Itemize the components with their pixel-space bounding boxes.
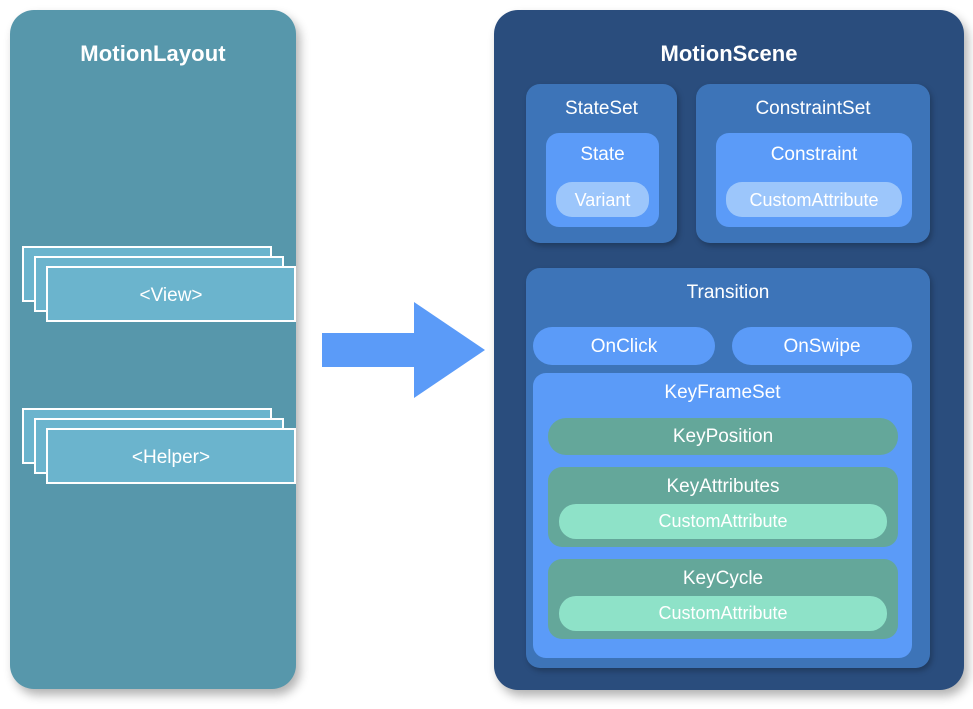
view-card-label: <View> xyxy=(139,285,203,306)
state-box[interactable]: State Variant xyxy=(546,133,659,227)
on-swipe-label: OnSwipe xyxy=(783,336,861,357)
key-cycle-box[interactable]: KeyCycle CustomAttribute xyxy=(548,559,898,639)
key-frame-set-label: KeyFrameSet xyxy=(664,382,781,403)
constraint-set-label: ConstraintSet xyxy=(755,98,871,119)
constraint-custom-attribute-pill[interactable]: CustomAttribute xyxy=(726,182,902,217)
constraint-box[interactable]: Constraint CustomAttribute xyxy=(716,133,912,227)
on-click-pill[interactable]: OnClick xyxy=(533,327,715,365)
helper-card-stack[interactable]: <Helper> xyxy=(22,408,296,488)
transition-box[interactable]: Transition OnClick OnSwipe KeyFrameSet K… xyxy=(526,268,930,668)
motion-scene-title: MotionScene xyxy=(660,41,798,66)
state-set-label: StateSet xyxy=(565,98,638,119)
helper-card-front[interactable]: <Helper> xyxy=(46,428,296,484)
key-cycle-label: KeyCycle xyxy=(682,568,764,589)
view-card-front[interactable]: <View> xyxy=(46,266,296,322)
view-card-stack[interactable]: <View> xyxy=(22,246,296,326)
helper-card-label: <Helper> xyxy=(131,447,211,468)
key-cycle-custom-attribute-pill[interactable]: CustomAttribute xyxy=(559,596,887,631)
key-attributes-label: KeyAttributes xyxy=(666,476,780,497)
key-cycle-custom-attribute-label: CustomAttribute xyxy=(658,603,788,623)
motion-scene-panel[interactable]: MotionScene StateSet State Variant Const… xyxy=(494,10,964,690)
constraint-custom-attribute-label: CustomAttribute xyxy=(749,190,879,210)
variant-pill[interactable]: Variant xyxy=(556,182,649,217)
on-click-label: OnClick xyxy=(590,336,658,357)
state-label: State xyxy=(580,144,625,165)
motion-layout-title: MotionLayout xyxy=(80,41,226,66)
variant-label: Variant xyxy=(574,190,631,210)
right-arrow-icon xyxy=(322,300,486,400)
constraint-label: Constraint xyxy=(770,144,858,165)
constraint-set-box[interactable]: ConstraintSet Constraint CustomAttribute xyxy=(696,84,930,243)
transition-label: Transition xyxy=(686,282,770,303)
key-position-label: KeyPosition xyxy=(672,426,774,447)
key-frame-set-box[interactable]: KeyFrameSet KeyPosition KeyAttributes Cu… xyxy=(533,373,912,658)
on-swipe-pill[interactable]: OnSwipe xyxy=(732,327,912,365)
key-position-row[interactable]: KeyPosition xyxy=(548,418,898,455)
motion-layout-panel[interactable]: MotionLayout <View> <Helper> xyxy=(10,10,296,689)
key-attributes-box[interactable]: KeyAttributes CustomAttribute xyxy=(548,467,898,547)
key-attributes-custom-attribute-pill[interactable]: CustomAttribute xyxy=(559,504,887,539)
key-attributes-custom-attribute-label: CustomAttribute xyxy=(658,511,788,531)
state-set-box[interactable]: StateSet State Variant xyxy=(526,84,677,243)
